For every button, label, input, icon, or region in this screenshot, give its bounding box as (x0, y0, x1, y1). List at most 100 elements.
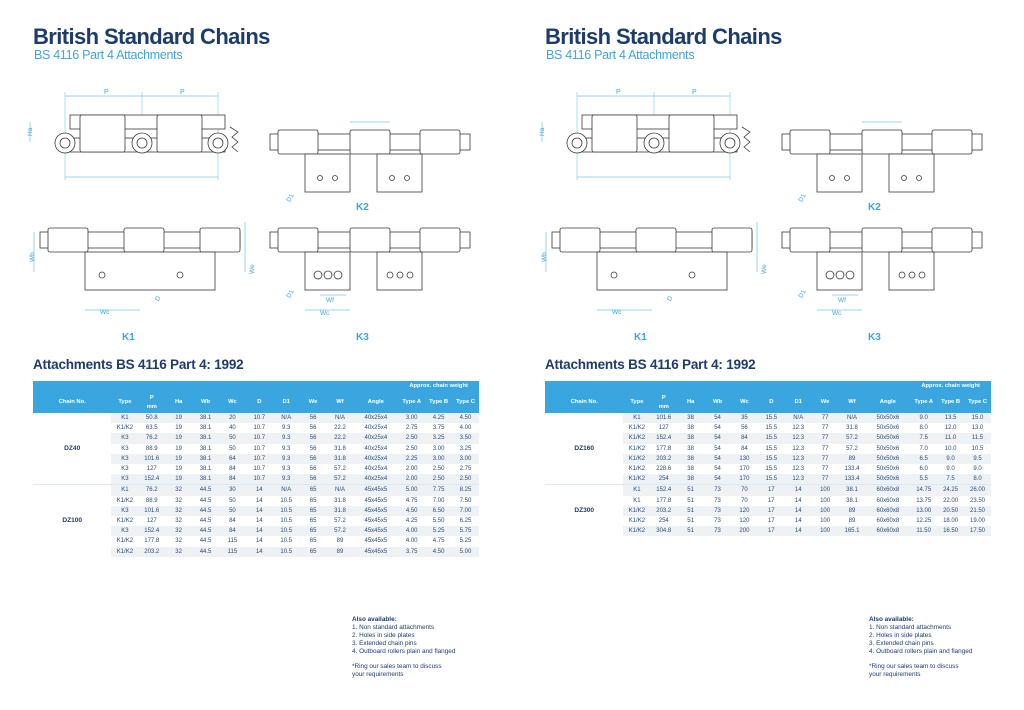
attachment-diagrams: P P Ha D1 K2 (20, 82, 490, 348)
table-cell: 19 (165, 453, 193, 465)
notes-item: 1. Non standard attachments (352, 624, 435, 631)
table-cell: 101.6 (650, 413, 678, 424)
table-cell: 100 (811, 495, 839, 506)
label-k2: K2 (356, 202, 369, 213)
table-cell: 12.3 (784, 464, 812, 475)
table-cell: 101.6 (138, 453, 166, 465)
table-cell: K1/K2 (111, 516, 139, 527)
table-cell: 2.75 (398, 423, 426, 434)
column-header: Wc (730, 392, 758, 413)
table-cell: K1 (623, 495, 651, 506)
table-cell: 4.50 (398, 505, 426, 517)
column-header: Type B (937, 392, 965, 413)
table-cell: 9.3 (272, 464, 300, 475)
table-cell: 5.25 (452, 536, 479, 547)
label-d1-k3: D1 (797, 288, 807, 299)
table-cell: 45x45x5 (353, 495, 399, 506)
table-cell: 44.5 (192, 546, 219, 557)
table-cell: 14 (245, 526, 273, 537)
table-cell: 3.00 (425, 443, 453, 454)
table-cell: 177.8 (650, 495, 678, 506)
table-cell: 15.5 (757, 423, 785, 434)
table-cell: 9.3 (272, 433, 300, 444)
table-cell: 38 (677, 413, 705, 424)
table-cell: 100 (811, 516, 839, 527)
table-cell: 9.0 (964, 464, 991, 475)
table-cell: 65 (299, 536, 327, 547)
table-cell: 45x45x5 (353, 546, 399, 557)
table-cell: 77 (811, 453, 839, 465)
table-cell: N/A (326, 484, 354, 496)
table-cell: 76.2 (138, 484, 166, 496)
table-cell: 10.5 (964, 443, 991, 454)
page-subtitle: BS 4116 Part 4 Attachments (546, 48, 695, 62)
table-cell: 14 (784, 516, 812, 527)
section-title: Attachments BS 4116 Part 4: 1992 (545, 357, 756, 372)
table-cell: K1/K2 (111, 546, 139, 557)
table-cell: 40 (218, 423, 246, 434)
table-cell: 38 (677, 423, 705, 434)
table-cell: 32 (165, 495, 193, 506)
table-cell: 38.1 (192, 453, 219, 465)
table-cell: 133.4 (838, 464, 866, 475)
column-header: D (245, 392, 273, 413)
column-header: D1 (272, 392, 300, 413)
column-header: Type (111, 392, 139, 413)
notes-item: 3. Extended chain pins (869, 640, 934, 647)
table-cell: 101.6 (138, 505, 166, 517)
table-cell: 38 (677, 464, 705, 475)
table-cell: 31.8 (326, 495, 354, 506)
table-cell: 4.75 (398, 495, 426, 506)
table-cell: 57.2 (838, 443, 866, 454)
table-cell: 44.5 (192, 484, 219, 496)
table-cell: 70 (730, 495, 758, 506)
chain-attachment-drawing: P P Ha D1 K2 (27, 89, 471, 343)
table-cell: K1 (623, 413, 651, 424)
notes-footer: *Ring our sales team to discuss (352, 663, 442, 670)
table-cell: 38.1 (192, 413, 219, 424)
table-cell: 84 (218, 516, 246, 527)
table-cell: 60x60x8 (865, 495, 911, 506)
column-header: P mm (650, 392, 678, 413)
table-cell: 24.25 (937, 484, 965, 496)
table-cell: 84 (730, 433, 758, 444)
table-cell: 57.2 (838, 433, 866, 444)
table-cell: 73 (704, 495, 731, 506)
table-cell: 254 (650, 474, 678, 485)
table-cell: K3 (111, 453, 139, 465)
table-cell: 5.5 (910, 474, 938, 485)
table-cell: 4.00 (452, 423, 479, 434)
table-cell: 133.4 (838, 474, 866, 485)
table-cell: 127 (650, 423, 678, 434)
header-spacer (545, 381, 911, 392)
table-cell: 50.8 (138, 413, 166, 424)
table-cell: 14 (245, 505, 273, 517)
table-cell: 44.5 (192, 516, 219, 527)
label-d1-k3: D1 (285, 288, 295, 299)
table-cell: 152.4 (138, 526, 166, 537)
table-cell: 23.50 (964, 495, 991, 506)
table-cell: 32 (165, 516, 193, 527)
table-cell: 13.75 (910, 495, 938, 506)
table-cell: 10.7 (245, 423, 273, 434)
table-cell: 19.00 (964, 516, 991, 527)
table-cell: 16.50 (937, 526, 965, 537)
table-cell: 50x50x6 (865, 413, 911, 424)
column-header: Type A (910, 392, 938, 413)
table-cell: 203.2 (650, 453, 678, 465)
table-cell: 14 (784, 484, 812, 496)
page-left: British Standard Chains BS 4116 Part 4 A… (20, 24, 490, 678)
page-title: British Standard Chains (545, 24, 782, 49)
table-cell: 19 (165, 423, 193, 434)
table-cell: 77 (811, 474, 839, 485)
table-cell: 30 (218, 484, 246, 496)
table-cell: 40x25x4 (353, 413, 399, 424)
label-wc-k3: Wc (320, 310, 330, 317)
table-cell: 177.8 (650, 443, 678, 454)
attachment-diagrams: P P Ha D1 K2 (532, 82, 1002, 348)
notes-item: 2. Holes in side plates (352, 632, 415, 639)
